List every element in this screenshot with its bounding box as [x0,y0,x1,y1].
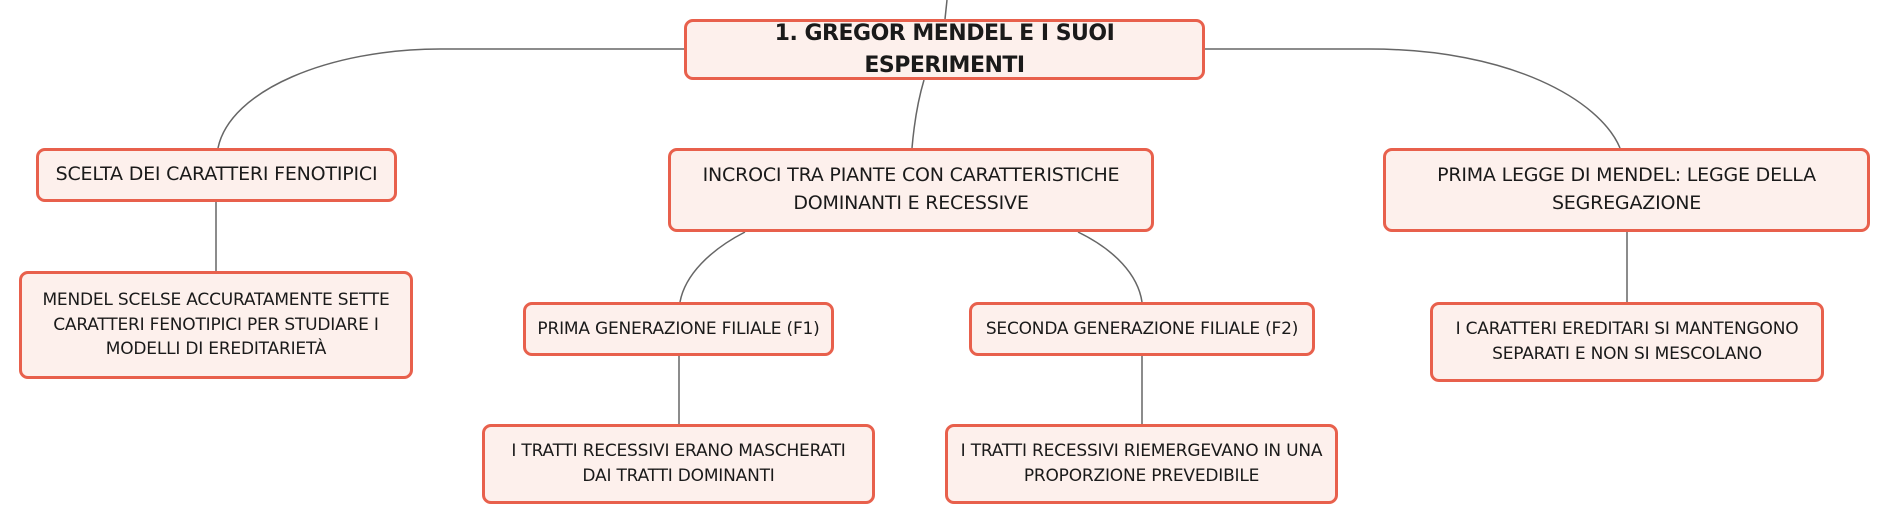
connector-parent-root [944,0,948,20]
node-riemergevano-label: I TRATTI RECESSIVI RIEMERGEVANO IN UNA P… [960,441,1323,486]
node-legge-label: PRIMA LEGGE DI MENDEL: LEGGE DELLA SEGRE… [1437,164,1816,214]
node-mendel-label: MENDEL SCELSE ACCURATAMENTE SETTE CARATT… [42,290,390,360]
node-mendel-scelse[interactable]: MENDEL SCELSE ACCURATAMENTE SETTE CARATT… [19,271,413,379]
connector-root-scelta [217,48,684,149]
node-seconda-generazione[interactable]: SECONDA GENERAZIONE FILIALE (F2) [969,302,1315,356]
connector-incroci-f2 [1077,231,1143,303]
node-scelta-caratteri[interactable]: SCELTA DEI CARATTERI FENOTIPICI [36,148,397,202]
node-mascherati-label: I TRATTI RECESSIVI ERANO MASCHERATI DAI … [511,441,846,486]
node-tratti-riemergevano[interactable]: I TRATTI RECESSIVI RIEMERGEVANO IN UNA P… [945,424,1338,504]
node-root-topic[interactable]: 1. GREGOR MENDEL E I SUOI ESPERIMENTI [684,19,1205,80]
node-scelta-label: SCELTA DEI CARATTERI FENOTIPICI [55,163,378,186]
connector-root-incroci [911,79,925,149]
connector-incroci-f1 [679,231,746,303]
node-prima-legge[interactable]: PRIMA LEGGE DI MENDEL: LEGGE DELLA SEGRE… [1383,148,1870,232]
node-f2-label: SECONDA GENERAZIONE FILIALE (F2) [985,318,1299,339]
node-tratti-mascherati[interactable]: I TRATTI RECESSIVI ERANO MASCHERATI DAI … [482,424,875,504]
connector-root-legge [1205,48,1621,149]
node-root-label: 1. GREGOR MENDEL E I SUOI ESPERIMENTI [774,20,1115,78]
node-f1-label: PRIMA GENERAZIONE FILIALE (F1) [537,318,820,339]
node-caratteri-label: I CARATTERI EREDITARI SI MANTENGONO SEPA… [1455,319,1799,364]
node-caratteri-ereditari[interactable]: I CARATTERI EREDITARI SI MANTENGONO SEPA… [1430,302,1824,382]
node-incroci-piante[interactable]: INCROCI TRA PIANTE CON CARATTERISTICHE D… [668,148,1154,232]
node-prima-generazione[interactable]: PRIMA GENERAZIONE FILIALE (F1) [523,302,834,356]
node-incroci-label: INCROCI TRA PIANTE CON CARATTERISTICHE D… [702,164,1120,214]
